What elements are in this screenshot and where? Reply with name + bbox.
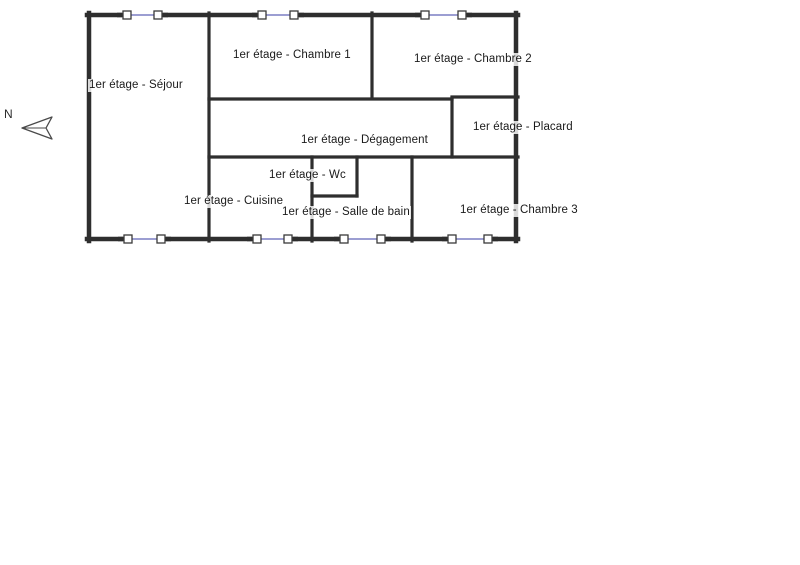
window-sejour-top-marker-start [122, 10, 132, 20]
window-cuisine-bottom-marker-end [283, 234, 293, 244]
window-cuisine-bottom-marker-start [252, 234, 262, 244]
window-sejour-bottom-marker-start [123, 234, 133, 244]
window-chambre1-top [252, 10, 304, 20]
window-sdb-bottom-marker-end [376, 234, 386, 244]
window-chambre1-top-marker-end [289, 10, 299, 20]
compass-north-letter: N [4, 107, 13, 121]
window-chambre3-bottom-marker-end [483, 234, 493, 244]
window-chambre2-top [415, 10, 472, 20]
windows-group [117, 10, 498, 244]
label-chambre3: 1er étage - Chambre 3 [459, 204, 579, 217]
window-chambre1-top-marker-start [257, 10, 267, 20]
window-sejour-top-marker-end [153, 10, 163, 20]
window-chambre3-bottom [442, 234, 498, 244]
window-sejour-top [117, 10, 168, 20]
window-cuisine-bottom [247, 234, 298, 244]
label-sejour: 1er étage - Séjour [88, 79, 184, 92]
label-wc: 1er étage - Wc [268, 169, 347, 182]
window-sejour-bottom [118, 234, 171, 244]
window-sdb-bottom [334, 234, 391, 244]
label-salledebain: 1er étage - Salle de bain [281, 206, 411, 219]
label-cuisine: 1er étage - Cuisine [183, 195, 285, 208]
label-chambre1: 1er étage - Chambre 1 [232, 49, 352, 62]
window-chambre3-bottom-marker-start [447, 234, 457, 244]
compass-group [21, 116, 53, 140]
window-sdb-bottom-marker-start [339, 234, 349, 244]
window-chambre2-top-marker-end [457, 10, 467, 20]
label-chambre2: 1er étage - Chambre 2 [413, 53, 533, 66]
window-sejour-bottom-marker-end [156, 234, 166, 244]
label-placard: 1er étage - Placard [472, 121, 574, 134]
window-chambre2-top-marker-start [420, 10, 430, 20]
label-degagement: 1er étage - Dégagement [300, 134, 429, 147]
